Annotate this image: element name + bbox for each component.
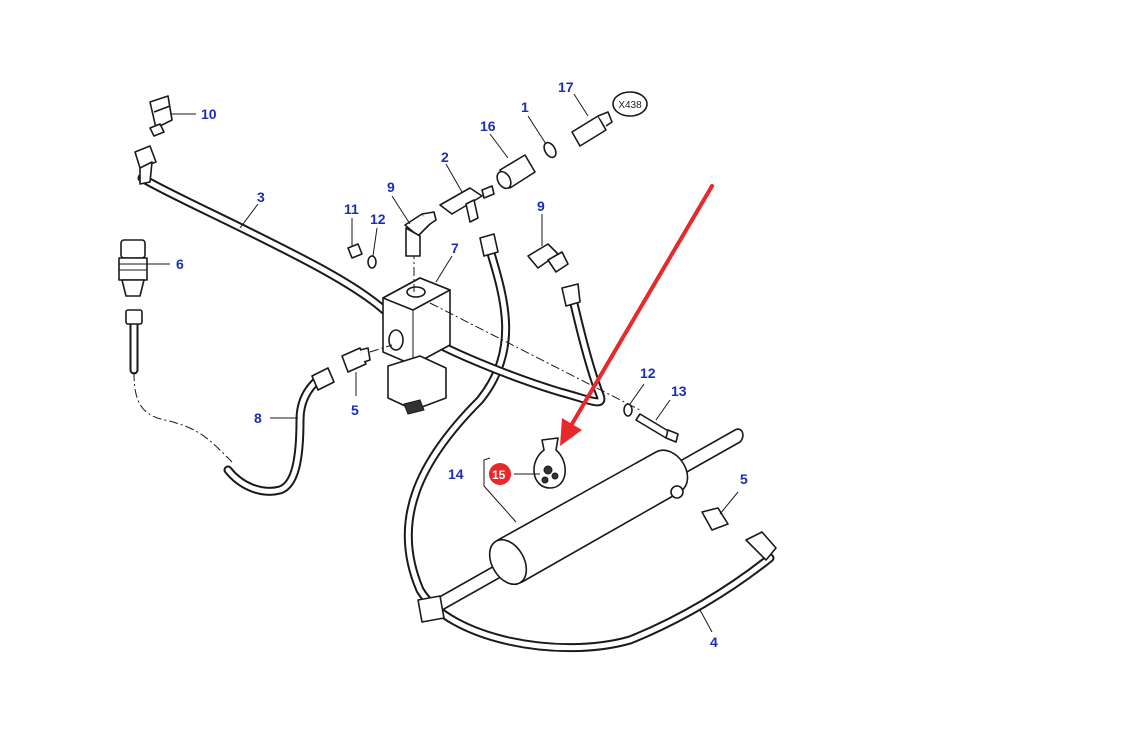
hose-4 [403, 245, 775, 653]
fitting-5-right [701, 507, 729, 531]
fitting-5-left [341, 347, 371, 373]
callout-9-left[interactable]: 9 [387, 179, 395, 195]
callout-2[interactable]: 2 [441, 149, 449, 165]
hose-4-end-fitting [479, 233, 499, 257]
reference-tag-label: X438 [618, 100, 642, 111]
hose-8 [223, 373, 325, 496]
coupler-6 [118, 239, 148, 325]
highlight-badge-15 [489, 463, 511, 485]
callout-3[interactable]: 3 [257, 189, 265, 205]
callout-12-upper[interactable]: 12 [370, 211, 386, 227]
callout-1[interactable]: 1 [521, 99, 529, 115]
callout-5-left[interactable]: 5 [351, 402, 359, 418]
o-ring-1 [543, 141, 557, 159]
hose-3-end-fitting [134, 145, 157, 185]
fitting-10 [149, 95, 173, 137]
elbow-9-right [527, 243, 569, 273]
loop-hose-end-fitting [561, 283, 581, 307]
callout-9-right[interactable]: 9 [537, 198, 545, 214]
callout-8[interactable]: 8 [254, 410, 262, 426]
bolt-13 [635, 413, 679, 443]
callout-16[interactable]: 16 [480, 118, 496, 134]
elbow-9-left [404, 211, 437, 257]
hose-loop [435, 290, 606, 407]
callout-11[interactable]: 11 [344, 201, 359, 217]
centerline-bolt [429, 302, 641, 411]
hose-3 [137, 173, 400, 325]
callout-17[interactable]: 17 [558, 79, 574, 95]
seal-kit-bag-15 [533, 437, 566, 489]
hose-6-phantom-line [133, 371, 233, 463]
centerline-left [369, 344, 393, 353]
nut-11 [347, 243, 363, 259]
reference-tag-x438: X438 [612, 91, 648, 117]
washer-12-upper [367, 255, 377, 269]
leader-lines [146, 93, 739, 633]
callout-13[interactable]: 13 [671, 383, 687, 399]
callout-10[interactable]: 10 [201, 106, 217, 122]
callout-5-right[interactable]: 5 [740, 471, 748, 487]
cylinder-14 [417, 428, 744, 623]
callout-6[interactable]: 6 [176, 256, 184, 272]
callout-14[interactable]: 14 [448, 466, 464, 482]
callout-15[interactable]: 15 [492, 468, 506, 482]
callout-7[interactable]: 7 [451, 240, 459, 256]
hose-4-right-elbow [745, 531, 777, 561]
highlight-arrow [560, 184, 714, 446]
adapter-16 [496, 154, 536, 190]
callout-12-lower[interactable]: 12 [640, 365, 656, 381]
valve-block-7 [382, 277, 451, 415]
sensor-17 [571, 111, 613, 147]
callout-4[interactable]: 4 [710, 634, 718, 650]
washer-12-lower [623, 403, 633, 417]
tee-2 [439, 185, 495, 223]
elbow-8 [311, 367, 335, 391]
